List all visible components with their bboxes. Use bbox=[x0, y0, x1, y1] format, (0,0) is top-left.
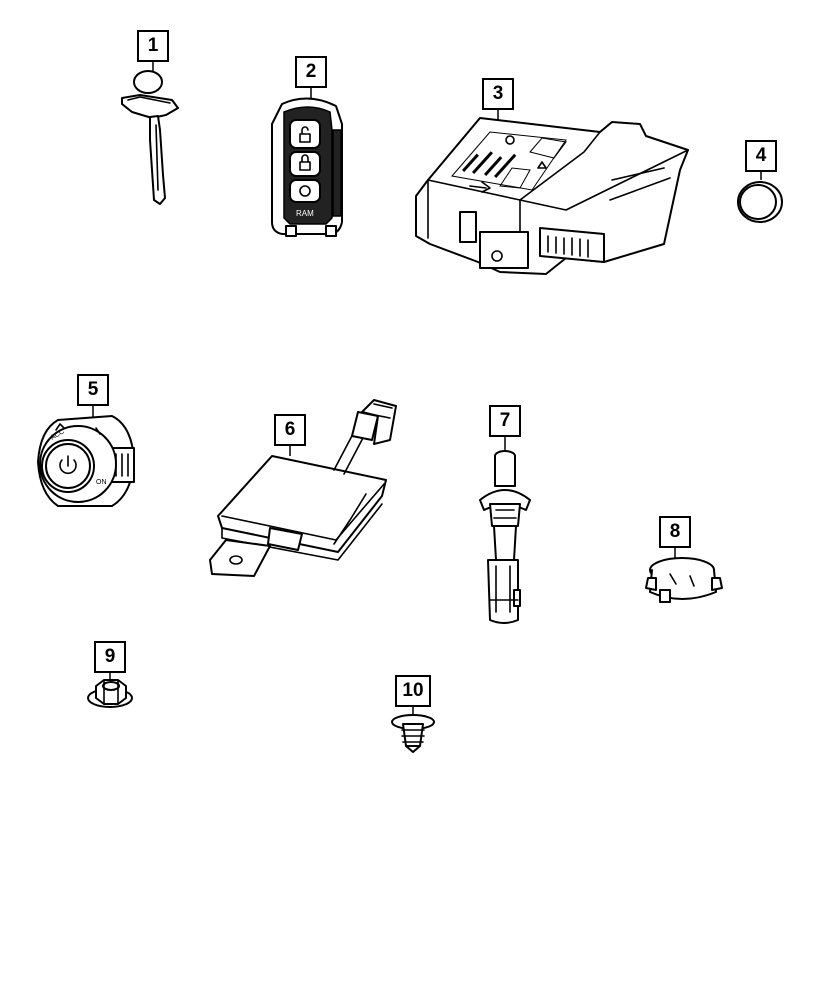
callout-9: 9 bbox=[94, 641, 126, 673]
ignition-switch-icon: ACC ON bbox=[37, 415, 135, 507]
nut-icon bbox=[87, 679, 133, 708]
key-fob-icon: RAM bbox=[271, 97, 343, 237]
svg-text:ON: ON bbox=[96, 479, 107, 486]
callout-5: 5 bbox=[77, 374, 109, 406]
lock-cylinder-icon bbox=[479, 450, 531, 624]
callout-8: 8 bbox=[659, 516, 691, 548]
callout-3: 3 bbox=[482, 78, 514, 110]
callout-4: 4 bbox=[745, 140, 777, 172]
key-icon bbox=[121, 70, 179, 205]
control-module-icon bbox=[415, 117, 689, 275]
battery-icon bbox=[737, 181, 783, 223]
callout-6: 6 bbox=[274, 414, 306, 446]
antenna-module-icon bbox=[209, 399, 397, 577]
retainer-icon bbox=[645, 557, 723, 603]
callout-10: 10 bbox=[395, 675, 431, 707]
callout-1: 1 bbox=[137, 30, 169, 62]
callout-2: 2 bbox=[295, 56, 327, 88]
callout-7: 7 bbox=[489, 405, 521, 437]
push-pin-icon bbox=[391, 714, 435, 753]
svg-text:RAM: RAM bbox=[296, 209, 314, 218]
